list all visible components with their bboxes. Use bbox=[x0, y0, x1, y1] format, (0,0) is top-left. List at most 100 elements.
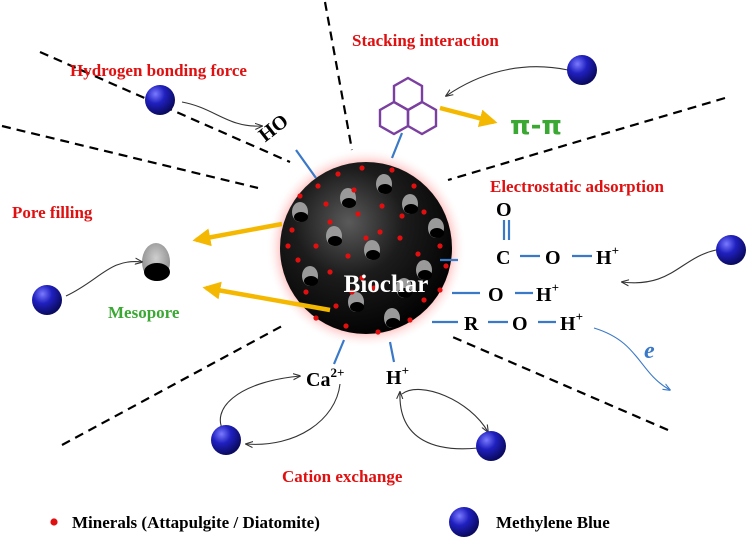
mineral-dot bbox=[437, 287, 443, 293]
arrow-pore-filling bbox=[192, 221, 283, 247]
divider-top bbox=[323, 1, 354, 151]
bond-hexagon bbox=[390, 132, 404, 159]
methylene-blue-icon bbox=[145, 85, 175, 115]
pore-icon bbox=[302, 266, 318, 286]
mineral-dot bbox=[349, 289, 355, 295]
legend-minerals-label: Minerals (Attapulgite / Diatomite) bbox=[72, 513, 320, 532]
curved-arrows bbox=[65, 66, 717, 450]
legend: Minerals (Attapulgite / Diatomite) Methy… bbox=[50, 507, 610, 537]
mineral-dot bbox=[397, 235, 403, 241]
legend-methylene-blue-label: Methylene Blue bbox=[496, 513, 610, 532]
mineral-dot bbox=[375, 329, 381, 335]
mineral-dots bbox=[285, 165, 449, 335]
methylene-blue-icon bbox=[32, 285, 62, 315]
group-o3: O bbox=[512, 313, 528, 335]
pore-icon bbox=[292, 202, 308, 222]
bond-ho bbox=[295, 149, 317, 179]
arrow-ca-out bbox=[219, 376, 300, 433]
group-o2: O bbox=[488, 284, 504, 306]
mineral-dot bbox=[415, 251, 421, 257]
legend-mineral-dot bbox=[50, 518, 58, 526]
group-ca: Ca2+ bbox=[306, 365, 344, 391]
group-h1: H+ bbox=[596, 243, 619, 269]
pore-icon bbox=[348, 292, 364, 312]
methylene-blue-icon bbox=[716, 235, 746, 265]
pore-icon bbox=[326, 226, 342, 246]
label-stacking: Stacking interaction bbox=[352, 31, 499, 50]
mineral-dot bbox=[389, 167, 395, 173]
divider-bottom-right bbox=[447, 333, 669, 432]
group-h2: H+ bbox=[536, 280, 559, 306]
arrow-pi-pi bbox=[439, 105, 498, 128]
mineral-dot bbox=[411, 183, 417, 189]
mineral-dot bbox=[323, 201, 329, 207]
group-o1: O bbox=[545, 247, 561, 269]
mineral-dot bbox=[421, 297, 427, 303]
mineral-dot bbox=[289, 227, 295, 233]
arrow-stacking bbox=[446, 66, 569, 96]
label-pore-filling: Pore filling bbox=[12, 203, 93, 222]
divider-bottom-left bbox=[61, 325, 283, 446]
biochar-label: Biochar bbox=[344, 271, 429, 298]
mineral-dot bbox=[377, 229, 383, 235]
arrow-h-in bbox=[400, 392, 479, 450]
bond-ca bbox=[332, 339, 346, 365]
mineral-dot bbox=[297, 193, 303, 199]
label-electrostatic: Electrostatic adsorption bbox=[490, 177, 664, 196]
pore-icon bbox=[416, 260, 432, 280]
mineral-dot bbox=[313, 243, 319, 249]
group-ho: HO bbox=[255, 110, 293, 146]
bond-h bbox=[388, 341, 396, 363]
label-pi-pi: π-π bbox=[510, 111, 562, 141]
legend-methylene-blue-icon bbox=[449, 507, 479, 537]
mineral-dot bbox=[437, 243, 443, 249]
biochar-pores bbox=[292, 174, 444, 328]
label-hydrogen-bonding: Hydrogen bonding force bbox=[70, 61, 247, 80]
mineral-dot bbox=[371, 285, 377, 291]
label-electron: e bbox=[644, 338, 655, 364]
methylene-blue-particles bbox=[32, 55, 746, 461]
group-carbonyl-o: O bbox=[496, 199, 512, 221]
arrow-electron bbox=[593, 327, 670, 390]
mineral-dot bbox=[379, 203, 385, 209]
mineral-dot bbox=[313, 315, 319, 321]
surface-bonds bbox=[295, 132, 592, 365]
mesopore-hole bbox=[144, 263, 170, 281]
pore-icon bbox=[376, 174, 392, 194]
label-mesopore: Mesopore bbox=[108, 303, 180, 322]
mineral-dot bbox=[303, 289, 309, 295]
methylene-blue-icon bbox=[567, 55, 597, 85]
mineral-dot bbox=[285, 243, 291, 249]
methylene-blue-icon bbox=[476, 431, 506, 461]
arrow-hbond bbox=[181, 101, 262, 126]
group-r: R bbox=[464, 313, 479, 335]
methylene-blue-icon bbox=[211, 425, 241, 455]
aromatic-ring-icon bbox=[378, 76, 438, 136]
pore-icon bbox=[396, 278, 412, 298]
mesopore-icon bbox=[142, 243, 170, 281]
arrow-pore bbox=[65, 262, 142, 297]
divider-left bbox=[1, 124, 259, 190]
mineral-dot bbox=[295, 257, 301, 263]
mineral-dot bbox=[443, 263, 449, 269]
mineral-dot bbox=[359, 165, 365, 171]
mineral-dot bbox=[355, 211, 361, 217]
group-h3: H+ bbox=[560, 309, 583, 335]
mineral-dot bbox=[333, 303, 339, 309]
mineral-dot bbox=[407, 317, 413, 323]
group-h-cation: H+ bbox=[386, 363, 409, 389]
arrow-electrostatic bbox=[622, 249, 717, 283]
pore-icon bbox=[402, 194, 418, 214]
arrow-ca-in bbox=[246, 383, 341, 444]
mineral-dot bbox=[345, 253, 351, 259]
hexagon-right bbox=[406, 100, 438, 136]
mineral-dot bbox=[399, 213, 405, 219]
biochar-particle: Biochar bbox=[266, 148, 466, 348]
mineral-dot bbox=[327, 269, 333, 275]
pore-icon bbox=[384, 308, 400, 328]
label-cation-exchange: Cation exchange bbox=[282, 467, 403, 486]
hexagon-left bbox=[378, 100, 410, 136]
arrow-mesopore bbox=[202, 281, 331, 313]
pore-icon bbox=[428, 218, 444, 238]
